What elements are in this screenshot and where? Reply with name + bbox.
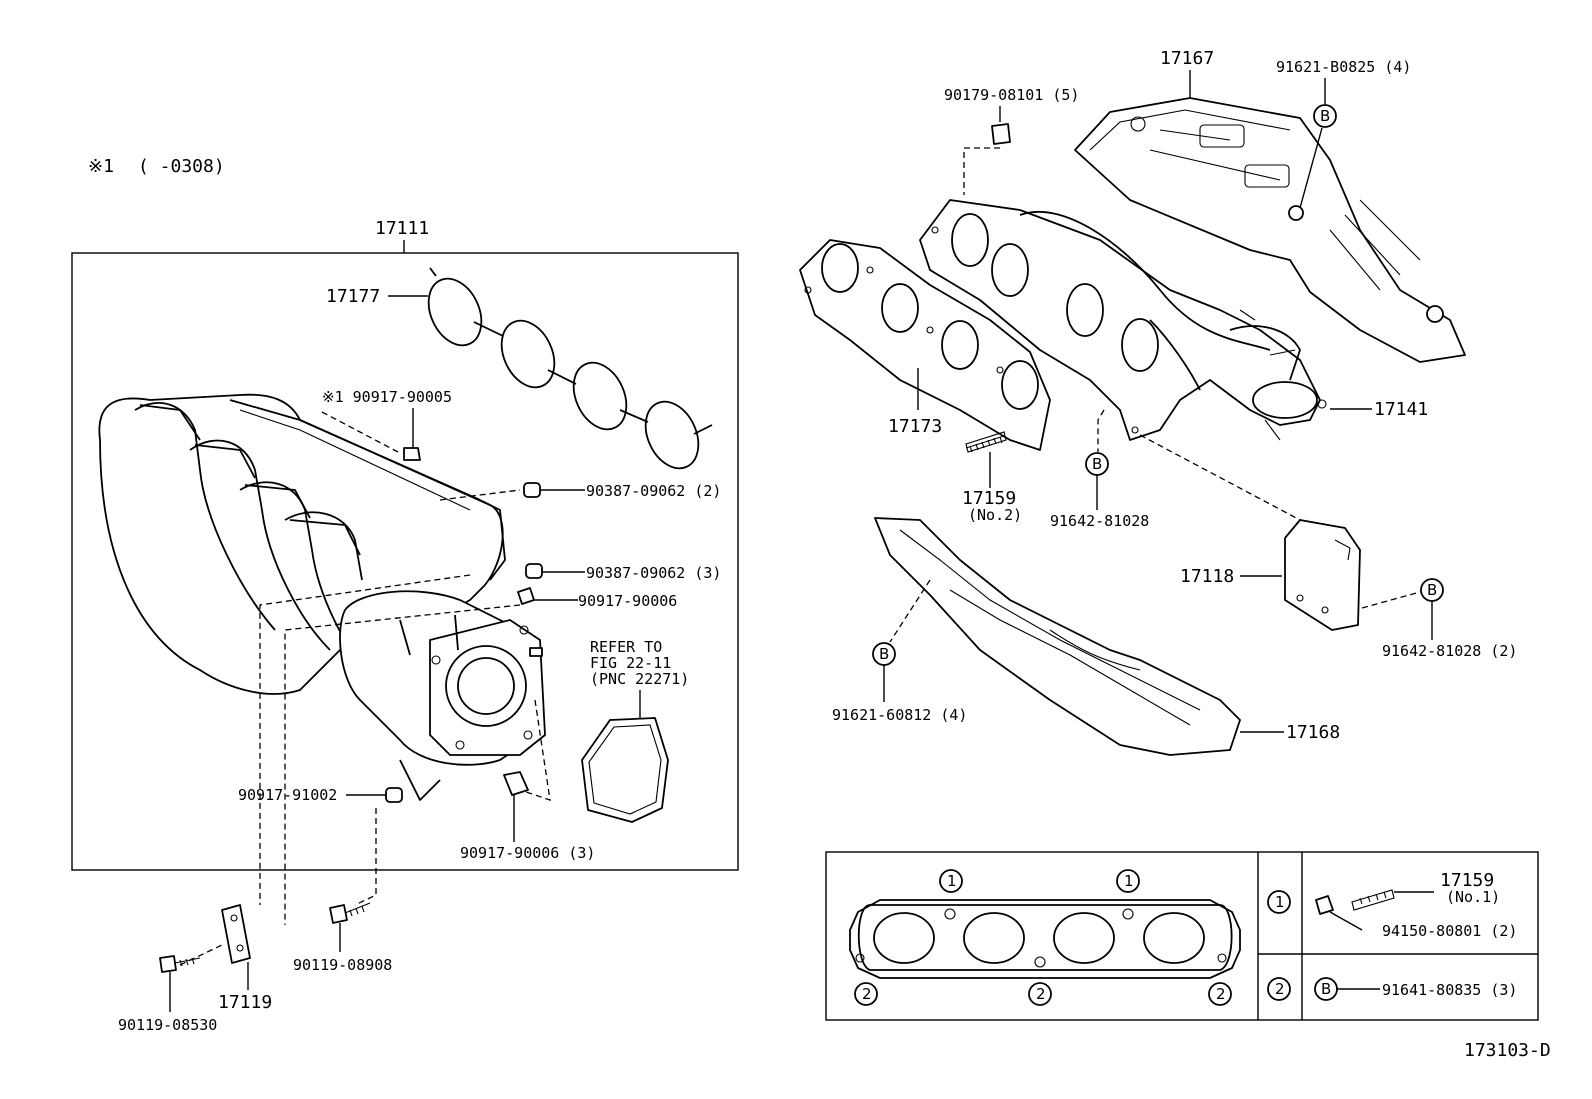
fastener-table: 1 1 2 2 2 1 2	[825, 851, 1539, 1021]
label-17111: 17111	[375, 218, 429, 239]
figure-code: 173103-D	[1464, 1040, 1551, 1061]
heat-insulator-lower-17168	[874, 517, 1241, 756]
label-90119-08908: 90119-08908	[293, 956, 392, 974]
svg-text:2: 2	[1216, 985, 1226, 1003]
label-91642-81028-2: 91642-81028 (2)	[1382, 642, 1517, 660]
bracket-17119	[221, 904, 251, 964]
throttle-body-gasket	[581, 717, 669, 823]
marker-b-top	[1313, 104, 1337, 128]
stud-90387-09062-b	[525, 563, 543, 579]
intake-gasket-17177	[427, 267, 713, 470]
label-17118: 17118	[1180, 566, 1234, 587]
label-90917-90006-3: 90917-90006 (3)	[460, 844, 595, 862]
stay-17118	[1284, 519, 1361, 631]
table-94150-80801: 94150-80801 (2)	[1382, 922, 1517, 940]
label-90387-09062-3: 90387-09062 (3)	[586, 564, 721, 582]
label-17119: 17119	[218, 992, 272, 1013]
note-range: ( -0308)	[138, 156, 225, 177]
label-90917-91002: 90917-91002	[238, 786, 337, 804]
table-17159: 17159	[1440, 870, 1494, 891]
label-91642-81028: 91642-81028	[1050, 512, 1149, 530]
label-90179-08101: 90179-08101 (5)	[944, 86, 1079, 104]
refer-line-1: REFER TO	[590, 638, 662, 656]
intake-assembly-box	[71, 252, 739, 871]
label-17177: 17177	[326, 286, 380, 307]
svg-text:B: B	[1320, 107, 1330, 125]
bolt-90119-08530	[159, 955, 201, 973]
svg-text:1: 1	[1275, 893, 1285, 911]
svg-text:1: 1	[947, 872, 957, 890]
label-17159-no2: (No.2)	[968, 506, 1022, 524]
svg-text:B: B	[1092, 455, 1102, 473]
label-90119-08530: 90119-08530	[118, 1016, 217, 1034]
refer-line-2: FIG 22-11	[590, 654, 671, 672]
label-17173: 17173	[888, 416, 942, 437]
nut-90179-08101	[991, 123, 1011, 145]
bolt-90917-91002	[385, 787, 403, 803]
heat-insulator-upper-17167	[1074, 97, 1466, 363]
label-91621-60812: 91621-60812 (4)	[832, 706, 967, 724]
note-mark: ※1	[88, 156, 114, 177]
nut-90917-90006-3	[503, 771, 529, 796]
label-91621-b0825: 91621-B0825 (4)	[1276, 58, 1411, 76]
label-17141: 17141	[1374, 399, 1428, 420]
label-17159: 17159	[962, 488, 1016, 509]
bolt-91621-b0825	[1288, 205, 1304, 221]
svg-text:B: B	[1321, 980, 1331, 998]
label-17167: 17167	[1160, 48, 1214, 69]
label-90917-90006: 90917-90006	[578, 592, 677, 610]
label-17168: 17168	[1286, 722, 1340, 743]
svg-text:2: 2	[1036, 985, 1046, 1003]
svg-text:B: B	[879, 645, 889, 663]
svg-text:1: 1	[1124, 872, 1134, 890]
stud-90387-09062-a	[523, 482, 541, 498]
label-90387-09062-2: 90387-09062 (2)	[586, 482, 721, 500]
svg-text:B: B	[1427, 581, 1437, 599]
exhaust-manifold-17141	[919, 199, 1327, 441]
svg-text:2: 2	[862, 985, 872, 1003]
stud-17159-no2	[965, 431, 1007, 453]
table-17159-no1: (No.1)	[1446, 888, 1500, 906]
label-90917-90005: ※1 90917-90005	[322, 388, 452, 406]
intake-manifold	[98, 393, 546, 801]
table-91641-80835: 91641-80835 (3)	[1382, 981, 1517, 999]
refer-line-3: (PNC 22271)	[590, 670, 689, 688]
nut-90917-90005	[403, 447, 421, 461]
exhaust-gasket-17173	[799, 239, 1051, 451]
svg-text:2: 2	[1275, 980, 1285, 998]
bolt-90119-08908	[329, 902, 371, 924]
nut-90917-90006	[517, 587, 535, 605]
